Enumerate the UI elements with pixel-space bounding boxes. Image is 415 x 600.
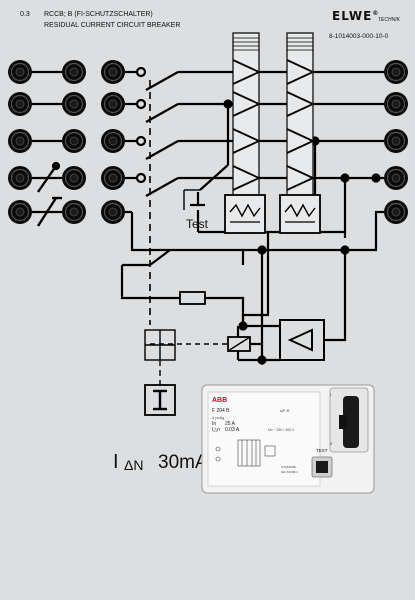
terminal-in-l2c[interactable]: [100, 91, 126, 117]
output-terminals: [383, 59, 409, 225]
terminal-out-pe[interactable]: [383, 199, 409, 225]
residual-current-rating: I ΔN 30mA: [113, 451, 208, 473]
svg-text:0: 0: [330, 441, 333, 446]
test-label: Test: [186, 217, 209, 231]
device-brand: ABB: [212, 397, 227, 404]
device-in-label: In: [212, 421, 216, 427]
brand-name: ELWE: [332, 9, 373, 23]
brand-subtitle: TECHNIK: [378, 17, 400, 23]
terminal-out-l1[interactable]: [383, 59, 409, 85]
title-english: RESIDUAL CURRENT CIRCUIT BREAKER: [44, 22, 181, 29]
terminal-in-n[interactable]: [7, 165, 33, 191]
rated-current-label: 30mA: [158, 452, 208, 473]
wiring: [32, 66, 384, 416]
device-code1: 2CSF204B: [281, 465, 296, 469]
device-poles: 4 polig: [212, 415, 224, 420]
device-idn-value: 0.03 A: [225, 427, 240, 433]
device-code2: IEC 61008-1: [281, 470, 298, 474]
rccb-toggle-lever[interactable]: [343, 396, 359, 448]
terminal-in-l3[interactable]: [7, 128, 33, 154]
svg-text:I: I: [330, 392, 331, 397]
summation-transformer: [224, 32, 321, 234]
terminal-in-l2[interactable]: [7, 91, 33, 117]
terminal-in-pe[interactable]: [7, 199, 33, 225]
terminal-in-l2b[interactable]: [61, 91, 87, 117]
device-in-value: 25 A: [225, 421, 236, 427]
terminal-in-l1[interactable]: [7, 59, 33, 85]
terminal-in-pec[interactable]: [100, 199, 126, 225]
input-terminals: [7, 59, 126, 225]
terminal-in-nb[interactable]: [61, 165, 87, 191]
brand-mark: ®: [372, 10, 380, 17]
device-voltage: Un ~ 230 / 400 V: [268, 428, 295, 432]
terminal-in-l1b[interactable]: [61, 59, 87, 85]
terminal-out-n[interactable]: [383, 165, 409, 191]
symbol-delta-n: ΔN: [124, 457, 143, 473]
test-button[interactable]: [316, 461, 328, 473]
terminal-in-nc[interactable]: [100, 165, 126, 191]
terminal-out-l2[interactable]: [383, 91, 409, 117]
module-number: 0.3: [20, 11, 30, 18]
device-type: AP-R: [280, 408, 290, 413]
terminal-in-l3b[interactable]: [61, 128, 87, 154]
brand-logo: ELWE®: [332, 9, 379, 23]
terminal-in-peb[interactable]: [61, 199, 87, 225]
device-test-label: TEST: [316, 448, 328, 453]
title-german: RCCB; B (FI-SCHUTZSCHALTER): [44, 11, 153, 18]
terminal-out-l3[interactable]: [383, 128, 409, 154]
rccb-device: ABB F 204 B AP-R 4 polig In 25 A I△n 0.0…: [201, 384, 375, 494]
terminal-in-l1c[interactable]: [100, 59, 126, 85]
symbol-i: I: [113, 451, 119, 473]
device-idn-label: I△n: [212, 427, 220, 433]
part-number: 8-1014003-000-10-0: [329, 33, 389, 40]
device-model: F 204 B: [212, 408, 230, 414]
terminal-in-l3c[interactable]: [100, 128, 126, 154]
